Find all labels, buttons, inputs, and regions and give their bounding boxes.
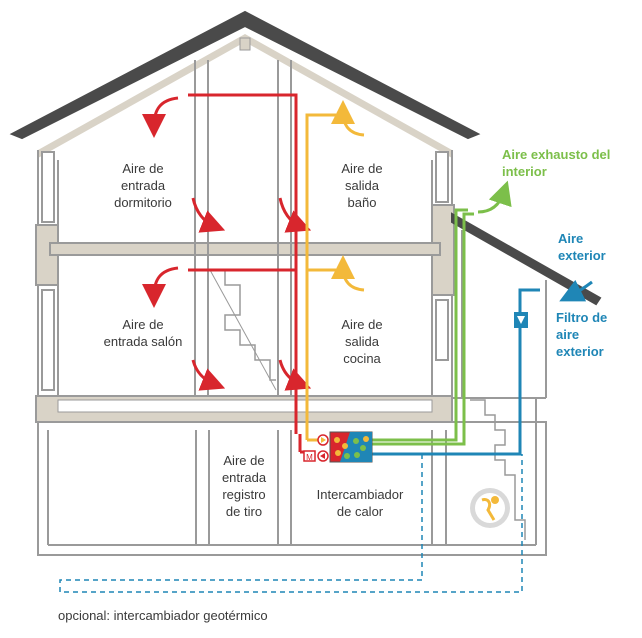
supply-arrow-salon-top xyxy=(142,266,179,308)
extract-air-ducts xyxy=(305,100,365,442)
heat-exchanger-icon xyxy=(329,431,373,463)
stairs-annex xyxy=(470,399,526,540)
window-left-top xyxy=(41,151,55,223)
window-right-top xyxy=(435,151,449,203)
basement xyxy=(37,421,547,556)
supply-arrow-salon-bottom xyxy=(191,359,226,391)
caption: opcional: intercambiador geotérmico xyxy=(58,608,268,623)
supply-arrow-bedroom-top xyxy=(142,96,179,138)
exhaust-air-duct xyxy=(372,180,512,446)
roof xyxy=(9,10,481,140)
geothermal-loop xyxy=(59,454,523,593)
supply-air-ducts xyxy=(142,93,315,454)
floor-slab-upper xyxy=(49,242,441,256)
svg-text:M: M xyxy=(306,453,313,462)
outdoor-arrow xyxy=(559,279,593,302)
motor-icon: M xyxy=(303,450,316,462)
supply-arrow-bath-bottom xyxy=(278,197,312,233)
fan-icon xyxy=(317,434,329,462)
geothermal-icon xyxy=(470,488,510,528)
stairs-upper xyxy=(210,269,276,381)
extract-arrow-bath xyxy=(331,100,365,137)
supply-arrow-kitchen-bottom xyxy=(278,359,312,391)
extract-arrow-kitchen xyxy=(331,255,365,292)
window-right-bottom xyxy=(435,299,449,361)
window-left-bottom xyxy=(41,289,55,391)
supply-arrow-bedroom-bottom xyxy=(191,197,226,233)
outdoor-air-duct xyxy=(59,279,593,593)
roof-vent xyxy=(239,37,251,51)
exhaust-arrow xyxy=(477,180,512,214)
